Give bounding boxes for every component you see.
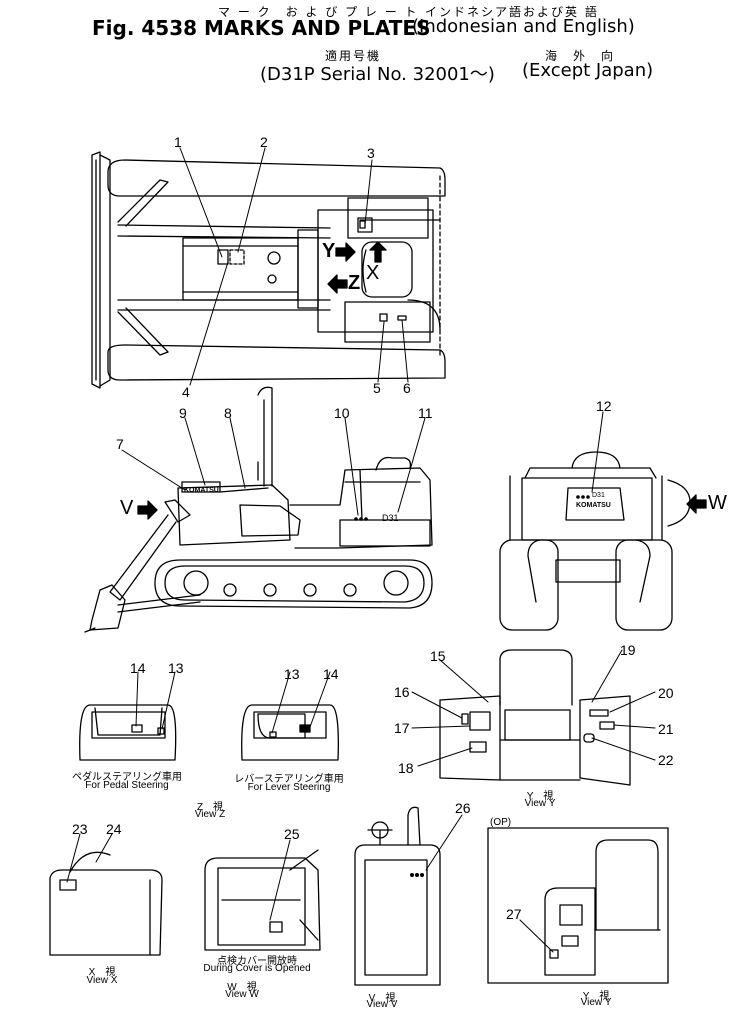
figure-title: Fig. 4538 MARKS AND PLATES	[92, 16, 431, 40]
callout-13-lever: 13	[284, 666, 300, 682]
callout-27: 27	[506, 906, 522, 922]
callout-5: 5	[373, 380, 381, 396]
view-letter-v: V	[120, 497, 134, 519]
serial-note: (D31P Serial No. 32001～)	[260, 64, 495, 85]
callout-7: 7	[116, 436, 124, 452]
model-plate-side: D31	[382, 513, 399, 523]
callout-1: 1	[174, 134, 182, 150]
callout-17: 17	[394, 720, 410, 736]
caption-view-y: View Y	[524, 798, 556, 809]
serial-jp: 適用号機	[325, 49, 382, 63]
callout-18: 18	[398, 760, 414, 776]
callout-25: 25	[284, 826, 300, 842]
caption-op: (OP)	[490, 817, 512, 828]
callout-14-pedal: 14	[130, 660, 146, 676]
view-letter-y: Y	[322, 240, 336, 262]
view-letter-w: W	[708, 492, 727, 514]
caption-view-y2-jp: Y 視	[582, 991, 610, 1002]
caption-lever-jp: レバーステアリング車用	[234, 774, 344, 785]
callout-15: 15	[430, 648, 446, 664]
model-plate-rear: D31	[592, 492, 605, 499]
op-box	[487, 827, 669, 984]
caption-view-v-jp: V 視	[368, 993, 396, 1004]
callout-9: 9	[179, 405, 187, 421]
callout-8: 8	[224, 405, 232, 421]
caption-view-z-jp: Z 視	[196, 802, 224, 813]
except-note: (Except Japan)	[522, 60, 654, 81]
caption-view-w-cover: During Cover is Opened	[203, 963, 311, 974]
callout-3: 3	[367, 145, 375, 161]
view-y-op-drawing	[544, 839, 661, 976]
arrow-v-icon	[137, 500, 158, 520]
view-x-drawing	[49, 851, 163, 956]
plate-markers-rear	[576, 495, 590, 499]
direction-arrows-top	[327, 241, 387, 294]
callout-13-pedal: 13	[168, 660, 184, 676]
caption-view-x-jp: X 視	[88, 967, 116, 978]
callout-6: 6	[403, 380, 411, 396]
caption-view-y-jp: Y 視	[526, 791, 554, 802]
rear-view-drawing	[499, 451, 691, 631]
callout-24: 24	[106, 821, 122, 837]
except-jp: 海 外 向	[545, 49, 616, 63]
top-view-drawing	[91, 151, 446, 389]
language-jp: インドネシア語および英 語	[425, 5, 599, 19]
callout-21: 21	[658, 721, 674, 737]
callout-23: 23	[72, 821, 88, 837]
caption-lever: For Lever Steering	[247, 782, 331, 793]
callout-22: 22	[658, 752, 674, 768]
callout-10: 10	[334, 405, 350, 421]
view-z-lever-drawing	[241, 704, 339, 761]
view-y-drawing	[439, 649, 631, 786]
view-letter-z: Z	[348, 272, 361, 294]
title-jp: マ ー ク お よ び プ レ ー ト	[218, 5, 419, 19]
plate-markers-v	[410, 873, 424, 877]
caption-view-z: View Z	[194, 809, 226, 820]
caption-view-y2: View Y	[580, 997, 612, 1008]
callout-19: 19	[620, 642, 636, 658]
side-view-drawing	[84, 386, 433, 633]
caption-view-x: View X	[86, 975, 118, 986]
view-w-drawing	[204, 849, 321, 951]
callout-4: 4	[182, 384, 190, 400]
callout-14-lever: 14	[323, 666, 339, 682]
leader-lines	[66, 147, 656, 953]
callout-12: 12	[596, 398, 612, 414]
arrow-w-icon	[686, 494, 707, 514]
callout-20: 20	[658, 685, 674, 701]
view-z-pedal-drawing	[79, 704, 177, 761]
caption-view-w-jp2: W 視	[227, 982, 257, 993]
caption-pedal-jp: ペダルステアリング車用	[72, 772, 182, 783]
brand-plate-rear: KOMATSU	[576, 502, 611, 509]
view-v-drawing	[354, 806, 441, 986]
caption-view-w-jp1: 点検カバー開放時	[217, 956, 297, 967]
callout-26: 26	[455, 800, 471, 816]
callout-11: 11	[418, 405, 433, 421]
caption-pedal: For Pedal Steering	[85, 780, 169, 791]
view-letter-x: X	[366, 262, 380, 284]
callout-2: 2	[260, 134, 268, 150]
caption-view-w: View W	[225, 989, 259, 1000]
language-note: (Indonesian and English)	[412, 16, 635, 37]
caption-view-v: View V	[366, 999, 398, 1010]
plate-markers-side	[354, 517, 368, 521]
callout-16: 16	[394, 684, 410, 700]
brand-plate-side: KOMATSU	[184, 487, 219, 494]
